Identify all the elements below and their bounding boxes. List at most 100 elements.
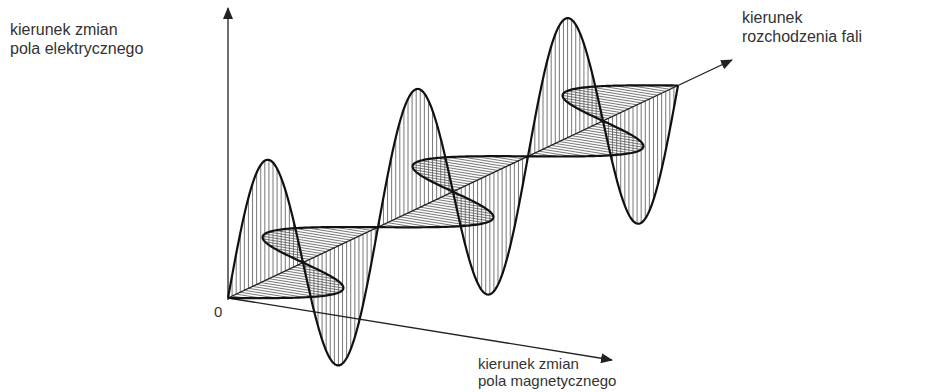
axis-label: kierunek zmian pola elektrycznego [10,20,143,58]
electric-hatch [649,99,650,211]
electric-hatch [628,109,629,215]
electric-hatch [588,57,589,128]
magnetic-hatch [421,161,494,173]
electric-hatch [334,248,335,364]
magnetic-hatch [400,217,459,226]
electric-hatch [620,113,621,194]
electric-hatch [665,91,666,150]
electric-hatch [477,180,478,283]
electric-hatch [416,89,417,209]
electric-hatch [338,246,339,366]
magnetic-hatch [580,132,641,142]
electric-hatch [481,178,482,290]
electric-wave [228,18,678,365]
electric-hatch [493,172,494,291]
electric-axis [227,8,228,300]
magnetic-hatch [265,234,339,246]
electric-hatch [268,160,269,279]
magnetic-hatch [563,140,637,152]
electric-hatch [412,92,413,211]
magnetic-hatch [602,86,658,95]
electric-hatch [248,198,249,289]
electric-hatch [469,184,470,260]
electric-hatch [260,165,261,283]
electric-hatch [391,156,392,221]
electric-hatch [440,139,441,198]
magnetic-hatch [269,232,343,244]
electric-hatch [575,25,576,134]
electric-hatch [342,244,343,364]
electric-hatch [592,73,593,126]
electric-hatch [661,93,662,169]
electric-hatch [264,161,265,281]
magnetic-hatch [564,93,637,105]
magnetic-hatch [265,242,326,252]
electric-hatch [616,114,617,179]
electric-hatch [571,20,572,136]
electric-hatch [502,169,503,275]
electric-hatch [436,124,437,200]
magnetic-hatch [590,87,653,97]
electric-hatch [514,163,515,228]
electric-hatch [432,111,433,202]
electric-hatch [567,18,568,138]
electric-hatch [318,256,319,327]
electric-hatch [428,101,429,204]
magnetic-hatch [412,211,485,223]
magnetic-hatch [568,138,642,150]
electric-hatch [547,61,548,147]
origin-label: 0 [214,303,222,321]
electric-hatch [465,186,466,245]
electric-hatch [563,20,564,140]
electric-hatch [240,233,241,292]
axis-label: kierunek rozchodzenia fali [742,8,862,46]
magnetic-hatch [551,145,612,155]
electric-hatch [641,103,642,223]
magnetic-hatch [294,228,355,238]
electric-hatch [326,252,327,351]
electric-hatch [399,122,400,217]
magnetic-hatch [248,288,304,297]
magnetic-hatch [567,91,641,103]
magnetic-hatch [573,89,646,101]
electric-hatch [358,236,359,322]
electric-hatch [256,173,257,285]
electric-hatch [555,34,556,143]
magnetic-axis [228,298,612,360]
electric-hatch [367,232,368,285]
electric-hatch [559,25,560,141]
electric-hatch [657,95,658,186]
electric-hatch [346,242,347,358]
electric-hatch [395,138,396,219]
magnetic-hatch [416,209,490,221]
electric-hatch [354,238,355,337]
electric-hatch [420,90,421,208]
electric-hatch [350,240,351,349]
electric-hatch [489,174,490,294]
axis-label: kierunek zmian pola magnetycznego [478,355,616,389]
electric-hatch [551,46,552,145]
magnetic-hatch [253,286,316,296]
electric-hatch [579,33,580,132]
electric-hatch [624,111,625,206]
magnetic-hatch [428,203,491,213]
magnetic-hatch [269,279,342,291]
electric-hatch [653,97,654,200]
electric-hatch [281,178,282,273]
electric-hatch [244,214,245,290]
electric-hatch [285,190,286,271]
electric-hatch [403,109,404,215]
electric-hatch [543,79,544,150]
electric-hatch [313,257,314,310]
electric-hatch [485,176,486,294]
magnetic-hatch [416,162,490,174]
electric-hatch [498,171,499,285]
electric-hatch [637,105,638,224]
magnetic-hatch [448,157,507,166]
electric-hatch [277,169,278,275]
electric-hatch [538,98,539,151]
wave-curves [228,18,678,365]
electric-hatch [506,167,507,262]
electric-hatch [473,182,474,273]
